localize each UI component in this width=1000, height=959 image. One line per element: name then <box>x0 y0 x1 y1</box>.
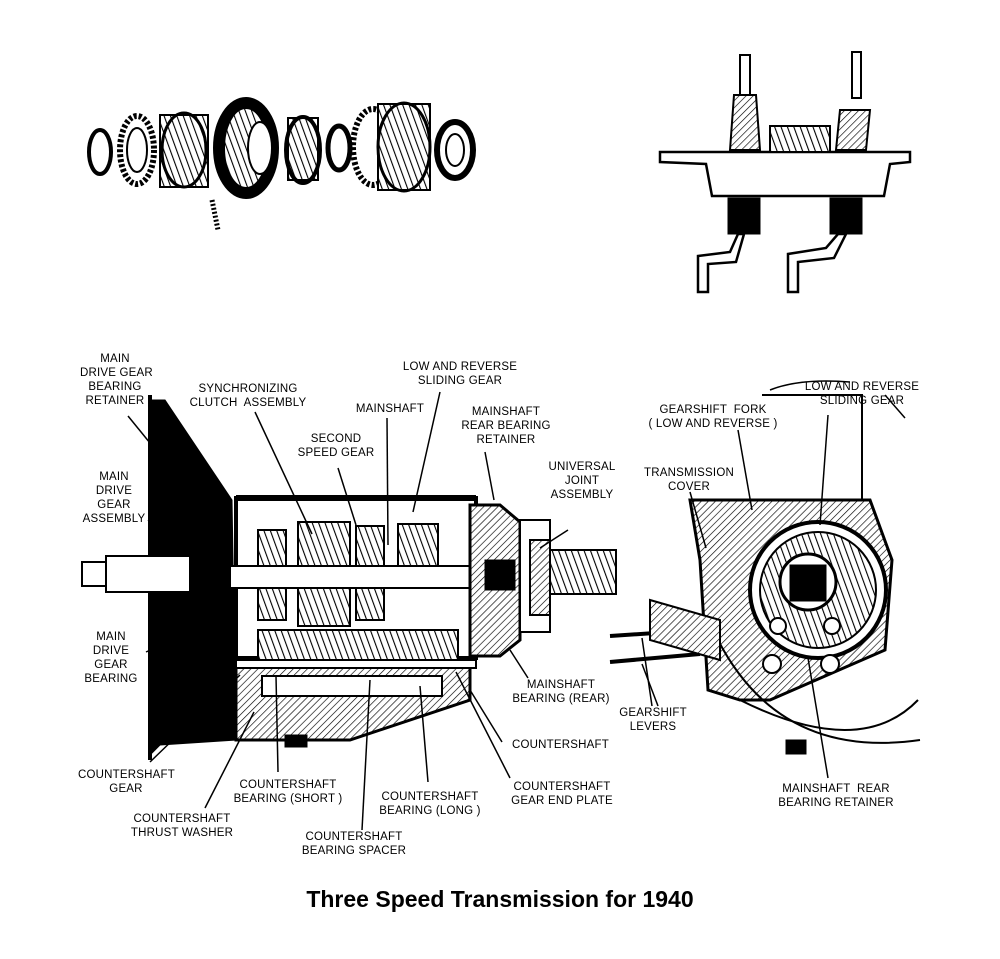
leader-lines <box>127 391 829 831</box>
transmission-end-view <box>609 380 921 755</box>
label-countershaft-thrust-washer: COUNTERSHAFT THRUST WASHER <box>130 813 234 839</box>
label-universal-joint-assembly: UNIVERSAL JOINT ASSEMBLY <box>548 461 616 501</box>
label-low-and-reverse-sliding-gear-end-view: LOW AND REVERSE SLIDING GEAR <box>804 381 920 407</box>
label-main-drive-gear-assembly: MAIN DRIVE GEAR ASSEMBLY <box>82 471 146 525</box>
gearshift-cover-side-view <box>658 51 912 294</box>
label-second-speed-gear: SECOND SPEED GEAR <box>297 433 375 459</box>
figure-title: Three Speed Transmission for 1940 <box>306 886 694 912</box>
label-gearshift-fork: GEARSHIFT FORK ( LOW AND REVERSE ) <box>648 404 778 430</box>
label-mainshaft-rear-bearing-retainer-end-view: MAINSHAFT REAR BEARING RETAINER <box>778 783 894 809</box>
label-countershaft-bearing-long: COUNTERSHAFT BEARING (LONG ) <box>379 791 481 817</box>
label-countershaft-gear-end-plate: COUNTERSHAFT GEAR END PLATE <box>511 781 613 807</box>
label-countershaft: COUNTERSHAFT <box>512 739 609 751</box>
label-main-drive-gear-bearing-retainer: MAIN DRIVE GEAR BEARING RETAINER <box>80 353 153 407</box>
label-gearshift-levers: GEARSHIFT LEVERS <box>619 707 687 733</box>
exploded-synchronizer-parts <box>87 97 476 231</box>
label-countershaft-gear: COUNTERSHAFT GEAR <box>78 769 175 795</box>
label-synchronizing-clutch-assembly: SYNCHRONIZING CLUTCH ASSEMBLY <box>189 383 307 409</box>
label-mainshaft: MAINSHAFT <box>355 403 425 415</box>
label-countershaft-bearing-spacer: COUNTERSHAFT BEARING SPACER <box>301 831 407 857</box>
transmission-cross-section <box>81 395 617 760</box>
label-transmission-cover: TRANSMISSION COVER <box>644 467 734 493</box>
label-main-drive-gear-bearing: MAIN DRIVE GEAR BEARING <box>84 631 138 685</box>
label-countershaft-bearing-short: COUNTERSHAFT BEARING (SHORT ) <box>233 779 343 805</box>
label-low-and-reverse-sliding-gear: LOW AND REVERSE SLIDING GEAR <box>402 361 518 387</box>
label-mainshaft-rear-bearing-retainer: MAINSHAFT REAR BEARING RETAINER <box>461 406 551 446</box>
label-mainshaft-bearing-rear: MAINSHAFT BEARING (REAR) <box>512 679 610 705</box>
